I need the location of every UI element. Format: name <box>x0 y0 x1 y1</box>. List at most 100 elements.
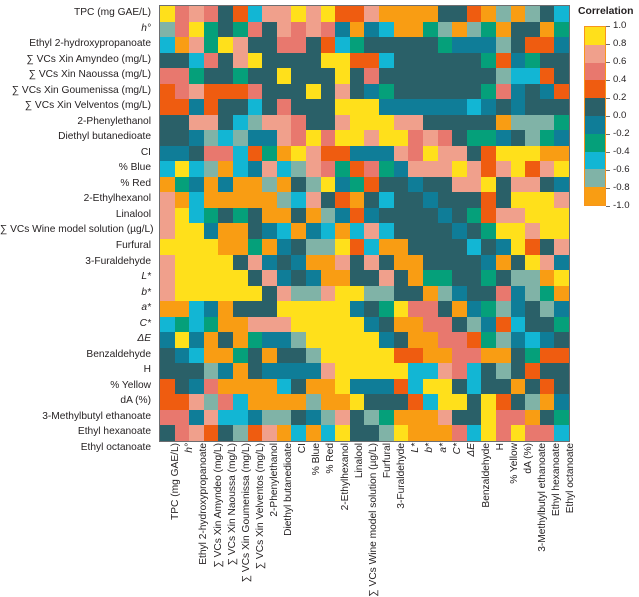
heatmap-cell <box>321 379 336 395</box>
column-label: L* <box>410 443 421 453</box>
heatmap-cell <box>554 177 569 193</box>
heatmap-cell <box>467 130 482 146</box>
heatmap-cell <box>248 363 263 379</box>
heatmap-cell <box>511 192 526 208</box>
heatmap-cell <box>175 68 190 84</box>
heatmap-cell <box>438 192 453 208</box>
column-label: 3-Methylbutyl ethanoate <box>537 443 548 552</box>
heatmap-cell <box>379 363 394 379</box>
heatmap-cell <box>306 99 321 115</box>
tick-label: 0.6 <box>613 56 626 68</box>
heatmap-cell <box>554 115 569 131</box>
heatmap-cell <box>233 286 248 302</box>
heatmap-cell <box>554 37 569 53</box>
heatmap-cell <box>394 348 409 364</box>
heatmap-cell <box>481 363 496 379</box>
heatmap-cell <box>452 425 467 441</box>
heatmap-cell <box>350 425 365 441</box>
heatmap-cell <box>262 130 277 146</box>
heatmap-cell <box>218 115 233 131</box>
heatmap-cell <box>481 177 496 193</box>
heatmap-cell <box>467 394 482 410</box>
heatmap-cell <box>379 115 394 131</box>
heatmap-cell <box>496 6 511 22</box>
heatmap-cell <box>379 239 394 255</box>
heatmap-cell <box>277 146 292 162</box>
column-label: ∑ VCs Wine model solution (µg/L) <box>368 443 379 597</box>
heatmap-cell <box>291 394 306 410</box>
heatmap-cell <box>189 363 204 379</box>
tick-label: 0.4 <box>613 74 626 86</box>
heatmap-cell <box>394 332 409 348</box>
heatmap-cell <box>189 53 204 69</box>
heatmap-cell <box>248 255 263 271</box>
heatmap-cell <box>160 223 175 239</box>
heatmap-cell <box>350 348 365 364</box>
heatmap-cell <box>379 270 394 286</box>
heatmap-cell <box>364 270 379 286</box>
heatmap-cell <box>364 410 379 426</box>
heatmap-cell <box>423 130 438 146</box>
heatmap-cell <box>540 410 555 426</box>
heatmap-cell <box>438 37 453 53</box>
heatmap-cell <box>364 6 379 22</box>
heatmap-cell <box>364 53 379 69</box>
heatmap-cell <box>262 332 277 348</box>
heatmap-cell <box>452 348 467 364</box>
row-label: ∑ VCs Xin Amyndeo (mg/L) <box>0 52 155 68</box>
heatmap-cell <box>291 301 306 317</box>
heatmap-cell <box>321 223 336 239</box>
heatmap-cell <box>379 223 394 239</box>
heatmap-cell <box>364 22 379 38</box>
heatmap-cell <box>394 6 409 22</box>
heatmap-cell <box>291 130 306 146</box>
heatmap-cell <box>540 332 555 348</box>
heatmap-cell <box>321 53 336 69</box>
heatmap-cell <box>189 161 204 177</box>
heatmap-cell <box>525 208 540 224</box>
heatmap-cell <box>394 270 409 286</box>
heatmap-cell <box>511 348 526 364</box>
heatmap-cell <box>291 223 306 239</box>
heatmap-cell <box>160 270 175 286</box>
heatmap-cell <box>160 146 175 162</box>
heatmap-cell <box>423 394 438 410</box>
heatmap-cell <box>277 255 292 271</box>
heatmap-cell <box>160 410 175 426</box>
heatmap-cell <box>438 208 453 224</box>
column-label: Linalool <box>354 443 365 478</box>
heatmap-cell <box>189 425 204 441</box>
heatmap-cell <box>496 22 511 38</box>
heatmap-cell <box>467 317 482 333</box>
heatmap-cell <box>394 410 409 426</box>
heatmap-cell <box>554 239 569 255</box>
heatmap-cell <box>496 363 511 379</box>
heatmap-cell <box>218 6 233 22</box>
tick-label: -0.4 <box>613 146 630 158</box>
heatmap-cell <box>233 208 248 224</box>
heatmap-cell <box>321 68 336 84</box>
heatmap-cell <box>204 332 219 348</box>
heatmap-cell <box>364 161 379 177</box>
row-label: ∑ VCs Xin Goumenissa (mg/L) <box>0 83 155 99</box>
column-label: % Blue <box>311 443 322 475</box>
colorbar-segment <box>585 169 605 187</box>
heatmap-cell <box>540 115 555 131</box>
heatmap-cell <box>364 146 379 162</box>
heatmap-cell <box>394 68 409 84</box>
column-label: Ethyl octanoate <box>565 443 576 513</box>
heatmap-cell <box>511 363 526 379</box>
heatmap-cell <box>511 99 526 115</box>
row-label: b* <box>0 285 155 301</box>
heatmap-cell <box>291 239 306 255</box>
heatmap-cell <box>379 286 394 302</box>
heatmap-cell <box>306 130 321 146</box>
heatmap-cell <box>394 317 409 333</box>
heatmap-cell <box>160 239 175 255</box>
heatmap-cell <box>335 37 350 53</box>
heatmap-cell <box>291 177 306 193</box>
heatmap-cell <box>525 239 540 255</box>
tick-mark <box>606 26 610 27</box>
heatmap-cell <box>554 161 569 177</box>
